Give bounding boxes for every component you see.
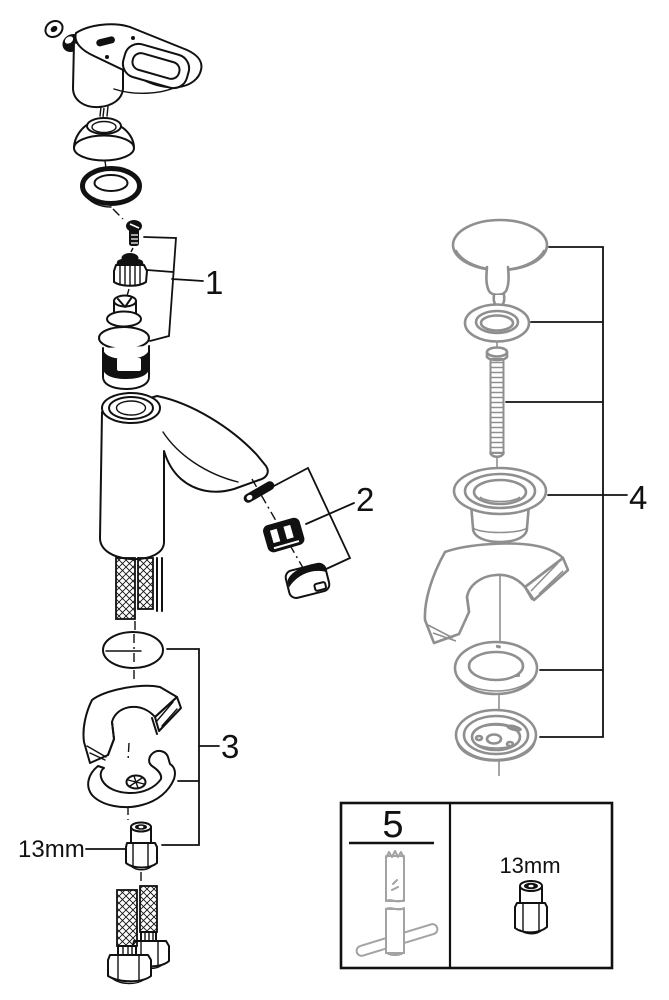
cartridge-icon bbox=[98, 294, 150, 390]
dome-cap-icon bbox=[73, 117, 135, 162]
stabilising-gasket-icon bbox=[82, 684, 182, 764]
center-line bbox=[80, 50, 134, 401]
callout-5-label: 5 bbox=[382, 804, 403, 846]
socket-size-label: 13mm bbox=[499, 853, 560, 878]
lock-ring-icon bbox=[453, 640, 539, 696]
drain-strainer-icon bbox=[454, 708, 538, 762]
wrench-size-callout: 13mm bbox=[18, 836, 127, 863]
retaining-ring-icon bbox=[80, 166, 142, 208]
callout-3: 3 bbox=[161, 648, 239, 846]
callout-4: 4 bbox=[505, 246, 647, 738]
faucet-body-icon bbox=[99, 392, 269, 561]
cartridge-screw-icon bbox=[126, 220, 142, 246]
hose-connectors-icon bbox=[107, 885, 170, 985]
supply-hoses-icon bbox=[115, 557, 163, 632]
mousseur-housing-icon bbox=[284, 562, 331, 599]
callout-2-label: 2 bbox=[356, 481, 374, 518]
drain-flange-icon bbox=[452, 466, 548, 544]
handle-screw-icon bbox=[44, 19, 64, 39]
aerator-parts bbox=[243, 478, 331, 599]
mousseur-insert-icon bbox=[263, 517, 305, 553]
flow-pin-icon bbox=[243, 481, 275, 503]
tool-box: 5 13mm bbox=[339, 801, 614, 970]
socket-wrench-icon bbox=[355, 850, 439, 957]
plug-seal-icon bbox=[463, 303, 531, 343]
callout-1-label: 1 bbox=[205, 264, 223, 301]
wrench-size-label: 13mm bbox=[18, 836, 85, 863]
mounting-clamp-icon bbox=[87, 742, 176, 820]
cap-nut-icon bbox=[113, 253, 148, 287]
mounting-nut-icon bbox=[125, 821, 158, 883]
callout-2: 2 bbox=[271, 466, 374, 571]
faucet-assembly bbox=[44, 19, 331, 985]
drain-assembly bbox=[423, 218, 570, 776]
base-o-ring-icon bbox=[102, 631, 164, 681]
callout-4-label: 4 bbox=[629, 479, 647, 516]
lever-handle-icon bbox=[72, 23, 203, 117]
callout-3-label: 3 bbox=[221, 728, 239, 765]
connecting-screw-icon bbox=[485, 346, 509, 459]
callout-1: 1 bbox=[143, 236, 223, 342]
wedge-gasket-icon bbox=[423, 542, 570, 645]
waste-plug-icon bbox=[451, 218, 549, 308]
socket-13mm-icon bbox=[514, 880, 548, 935]
